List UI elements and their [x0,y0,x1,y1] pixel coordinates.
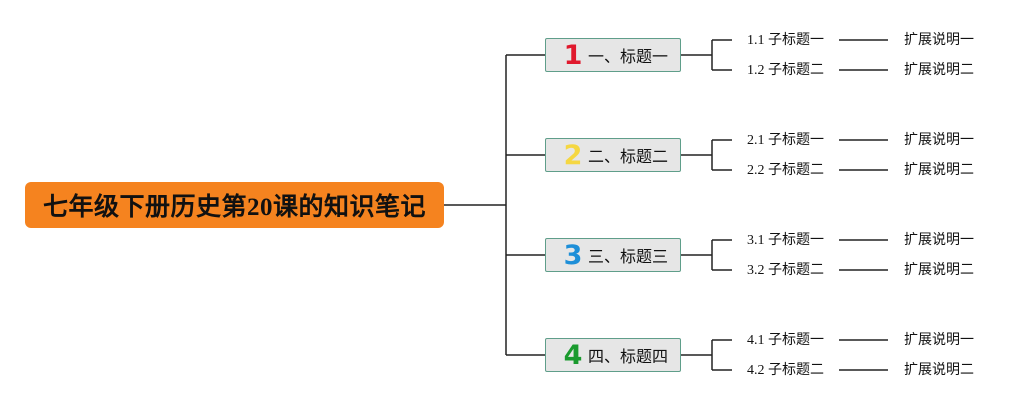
number-badge-2: 2 [563,139,583,171]
extension-1-1[interactable]: 扩展说明一 [904,33,974,48]
extension-3-1[interactable]: 扩展说明一 [904,233,974,248]
branch-label-2: 二、标题二 [588,149,669,166]
root-title: 七年级下册历史第20课的知识笔记 [42,194,426,221]
extension-2-1[interactable]: 扩展说明一 [904,133,974,148]
subtopic-4-1[interactable]: 4.1 子标题一 [747,333,824,348]
branch-node-4[interactable]: 4 四、标题四 [545,338,681,372]
extension-2-2[interactable]: 扩展说明二 [904,163,974,178]
subtopic-3-1[interactable]: 3.1 子标题一 [747,233,824,248]
extension-4-1[interactable]: 扩展说明一 [904,333,974,348]
branch-label-3: 三、标题三 [588,249,669,266]
branch-label-1: 一、标题一 [588,49,669,66]
number-badge-4: 4 [563,339,583,371]
extension-1-2[interactable]: 扩展说明二 [904,63,974,78]
root-node[interactable]: 七年级下册历史第20课的知识笔记 [25,182,444,228]
subtopic-1-1[interactable]: 1.1 子标题一 [747,33,824,48]
subtopic-3-2[interactable]: 3.2 子标题二 [747,263,824,278]
branch-label-4: 四、标题四 [588,349,669,366]
number-badge-3: 3 [563,239,583,271]
subtopic-2-2[interactable]: 2.2 子标题二 [747,163,824,178]
subtopic-1-2[interactable]: 1.2 子标题二 [747,63,824,78]
branch-node-1[interactable]: 1 一、标题一 [545,38,681,72]
number-badge-1: 1 [563,39,583,71]
extension-4-2[interactable]: 扩展说明二 [904,363,974,378]
branch-node-3[interactable]: 3 三、标题三 [545,238,681,272]
extension-3-2[interactable]: 扩展说明二 [904,263,974,278]
subtopic-2-1[interactable]: 2.1 子标题一 [747,133,824,148]
branch-node-2[interactable]: 2 二、标题二 [545,138,681,172]
subtopic-4-2[interactable]: 4.2 子标题二 [747,363,824,378]
